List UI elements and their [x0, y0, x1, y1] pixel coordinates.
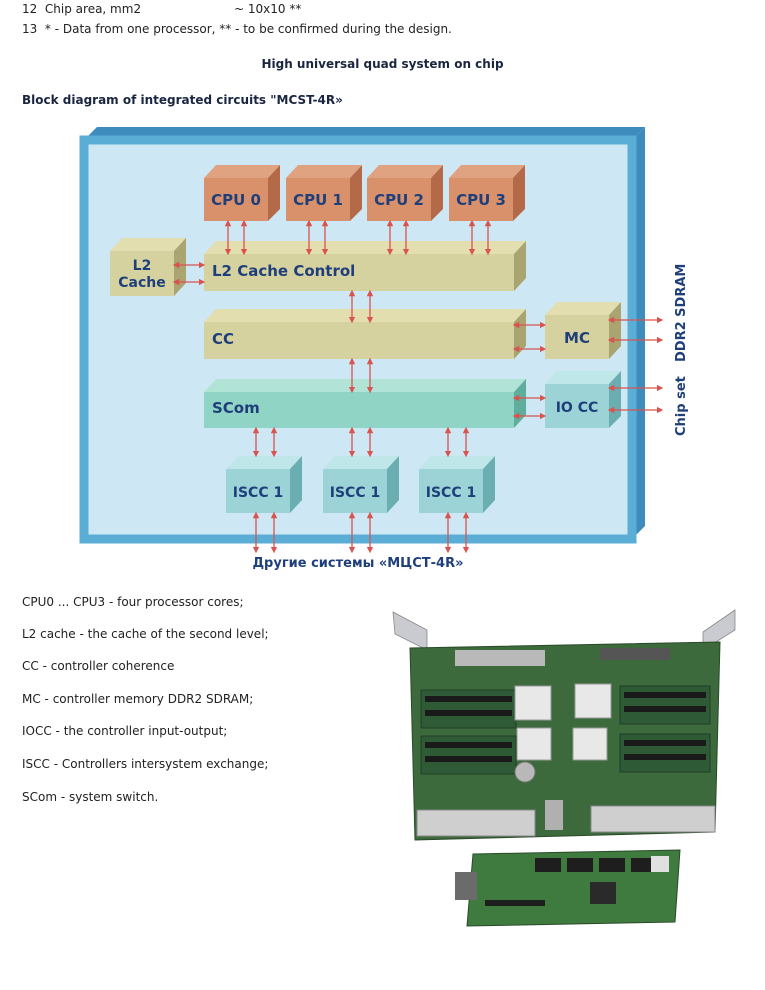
iscc-block-1: ISCC 1 [323, 456, 399, 513]
legend-iscc: ISCC - Controllers intersystem exchange; [22, 757, 269, 771]
spec-number: 12 [22, 2, 38, 16]
l2-cache-control-block: L2 Cache Control [204, 241, 526, 291]
spec-number: 13 [22, 22, 38, 36]
spec-label: * - Data from one processor, ** - to be … [44, 22, 452, 36]
l2-cache-control-label: L2 Cache Control [212, 262, 355, 280]
cpu-label: CPU 3 [456, 191, 506, 209]
cpu-label: CPU 1 [293, 191, 343, 209]
iscc-label: ISCC 1 [330, 485, 380, 501]
cpu-label: CPU 2 [374, 191, 424, 209]
l2-cache-label-line1: L2 [133, 258, 152, 274]
diagram-title: Block diagram of integrated circuits "MC… [22, 93, 343, 107]
spec-value: ~ 10x10 ** [234, 2, 302, 16]
iscc-block-0: ISCC 1 [226, 456, 302, 513]
legend-mc: MC - controller memory DDR2 SDRAM; [22, 692, 254, 706]
legend-iocc: IOCC - the controller input-output; [22, 724, 228, 738]
ddr2-sdram-label: DDR2 SDRAM [674, 264, 689, 362]
l2-cache-label-line2: Cache [118, 275, 165, 291]
iscc-label: ISCC 1 [426, 485, 476, 501]
cpu-block-1: CPU 1 [286, 165, 362, 221]
board-photo [392, 609, 736, 927]
legend-cpu: CPU0 ... CPU3 - four processor cores; [22, 595, 244, 609]
cpu-block-3: CPU 3 [449, 165, 525, 221]
legend-scom: SCom - system switch. [22, 790, 159, 804]
cpu-block-0: CPU 0 [204, 165, 280, 221]
diagram-arrows [172, 219, 664, 554]
cpu-block-2: CPU 2 [367, 165, 443, 221]
scom-label: SCom [212, 399, 260, 417]
spec-row-chip-area: 12 Chip area, mm2 ~ 10x10 ** [22, 2, 301, 16]
mc-label: MC [564, 329, 590, 347]
section-title: High universal quad system on chip [261, 57, 504, 71]
l2-cache-block: L2 Cache [110, 238, 186, 296]
main-board-image [392, 609, 736, 841]
mezzanine-board-image [455, 849, 681, 927]
scom-block: SCom [204, 379, 526, 428]
cc-block: CC [204, 309, 526, 359]
mc-block: MC [545, 302, 621, 359]
cpu-label: CPU 0 [211, 191, 261, 209]
iocc-block: IO CC [545, 371, 621, 428]
legend-l2-cache: L2 cache - the cache of the second level… [22, 627, 269, 641]
other-systems-label: Другие системы «МЦСТ-4R» [252, 556, 463, 571]
block-diagram: CPU 0 CPU 1 CPU 2 CPU 3 L2 Cache L2 Cach… [79, 127, 689, 571]
iocc-label: IO CC [556, 400, 599, 416]
spec-label: Chip area, mm2 [44, 2, 142, 16]
chipset-label: Chip set [674, 376, 689, 436]
legend-cc: CC - controller coherence [22, 659, 175, 673]
cc-label: CC [212, 330, 234, 348]
iscc-block-2: ISCC 1 [419, 456, 495, 513]
iscc-label: ISCC 1 [233, 485, 283, 501]
spec-row-footnote: 13 * - Data from one processor, ** - to … [22, 22, 452, 36]
